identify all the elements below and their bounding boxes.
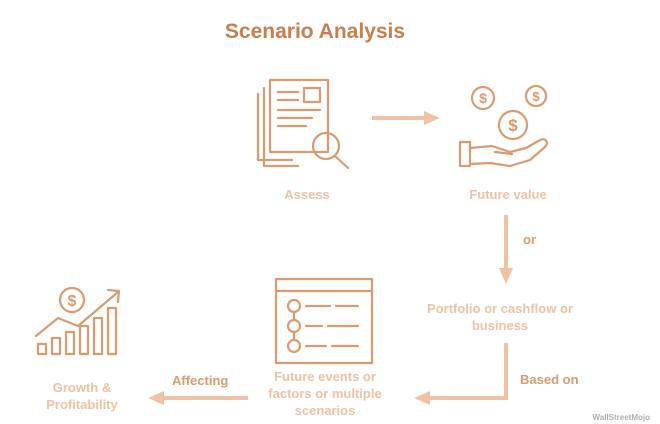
document-search-icon xyxy=(256,78,350,170)
arrow-future-value-to-portfolio xyxy=(499,215,513,284)
page-title: Scenario Analysis xyxy=(224,20,406,43)
svg-text:$: $ xyxy=(479,90,487,106)
watermark: WallStreetMojo xyxy=(592,413,650,422)
arrow-assess-to-future-value xyxy=(372,111,440,125)
edge-label-or: or xyxy=(523,232,536,247)
checklist-icon xyxy=(274,277,374,365)
arrow-future-events-to-growth xyxy=(148,391,248,405)
svg-text:$: $ xyxy=(68,293,77,310)
growth-chart-icon: $ xyxy=(34,286,121,356)
edge-label-based-on: Based on xyxy=(520,372,579,387)
node-label-future-value: Future value xyxy=(469,187,547,202)
node-label-assess: Assess xyxy=(284,187,330,202)
node-label-future-events: Future events or factors or multiple sce… xyxy=(268,369,382,418)
hand-coins-icon: $ $ $ xyxy=(458,84,548,168)
edge-label-affecting: Affecting xyxy=(172,373,229,388)
arrow-portfolio-to-future-events xyxy=(414,343,508,405)
svg-text:$: $ xyxy=(508,116,518,135)
svg-text:$: $ xyxy=(532,89,540,104)
node-label-growth: Growth & Profitability xyxy=(46,380,118,412)
node-label-portfolio: Portfolio or cashflow or business xyxy=(427,301,573,333)
